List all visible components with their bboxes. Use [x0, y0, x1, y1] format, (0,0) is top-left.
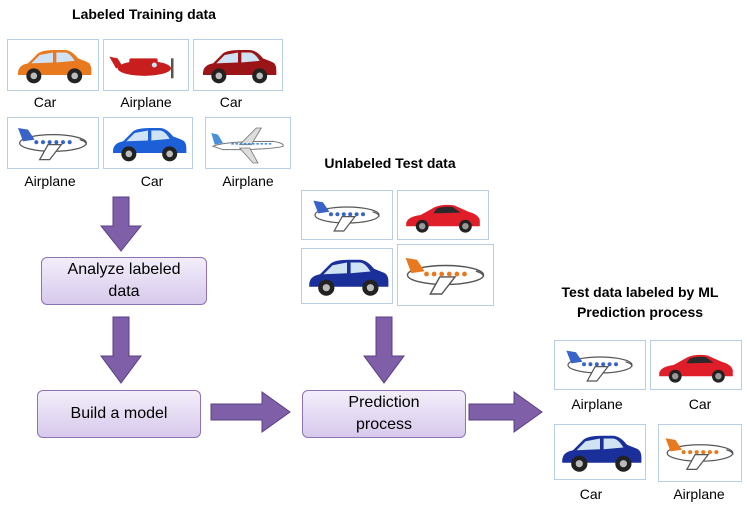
jet-airliner-icon [205, 117, 291, 169]
result-title: Test data labeled by ML Prediction proce… [561, 284, 719, 320]
training-label: Airplane [120, 94, 172, 110]
training-title: Labeled Training data [72, 6, 216, 22]
blue-coupe-icon [301, 248, 393, 304]
arrow-down-icon [100, 196, 142, 252]
result-label: Airplane [673, 486, 725, 502]
prediction-step: Prediction process [302, 390, 466, 438]
predict-label: Prediction process [348, 394, 420, 433]
blue-coupe-icon [554, 424, 646, 480]
training-label: Airplane [222, 173, 274, 189]
training-label: Airplane [24, 173, 76, 189]
cartoon-airplane-icon [7, 117, 99, 169]
red-propeller-plane-icon [103, 39, 189, 91]
result-label: Airplane [571, 396, 623, 412]
arrow-down-icon [100, 316, 142, 384]
cartoon-airplane-icon [301, 190, 393, 240]
build-model-step: Build a model [37, 390, 201, 438]
red-sports-car-icon [397, 190, 489, 240]
arrow-down-icon [363, 316, 405, 384]
training-label: Car [140, 173, 164, 189]
test-title: Unlabeled Test data [324, 155, 456, 171]
orange-suv-icon [7, 39, 99, 91]
build-label: Build a model [70, 405, 168, 422]
analyze-data-step: Analyze labeled data [41, 257, 207, 305]
red-sedan-icon [193, 39, 283, 91]
training-label: Car [33, 94, 57, 110]
arrow-right-icon [468, 391, 543, 433]
training-label: Car [219, 94, 243, 110]
orange-cartoon-plane-icon [658, 424, 742, 482]
analyze-label: Analyze labeled data [67, 261, 181, 300]
orange-cartoon-plane-icon [397, 244, 494, 306]
cartoon-airplane-icon [554, 340, 646, 390]
red-sports-car-icon [650, 340, 742, 390]
result-label: Car [579, 486, 603, 502]
result-label: Car [688, 396, 712, 412]
blue-sedan-icon [103, 117, 193, 169]
arrow-right-icon [210, 391, 291, 433]
